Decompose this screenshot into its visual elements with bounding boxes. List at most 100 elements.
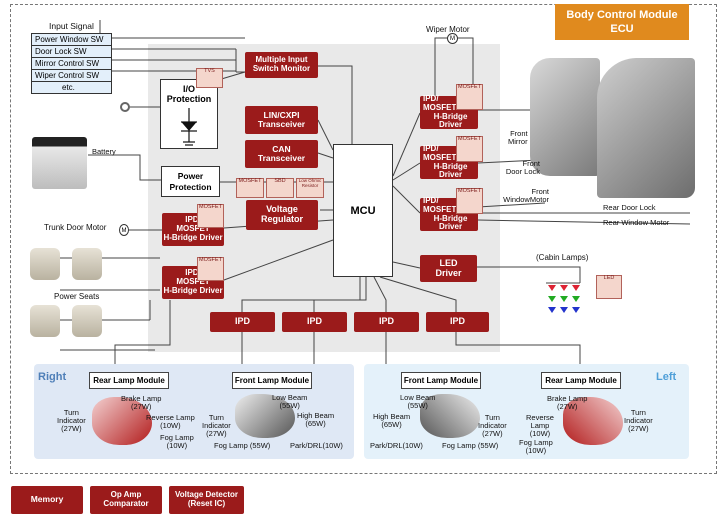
- left-rear-lamp-image: [563, 397, 623, 445]
- left-front-lamp-module: Front Lamp Module: [401, 372, 481, 389]
- tvs-diode-icon: [181, 108, 197, 146]
- right-side-label: Right: [38, 371, 67, 383]
- mosfet-chip-right-1: MOSFET: [456, 84, 483, 110]
- input-signal-list: Power Window SW Door Lock SW Mirror Cont…: [31, 33, 112, 94]
- led-chip: LED: [596, 275, 622, 299]
- lf-park-drl: Park/DRL(10W): [370, 441, 423, 450]
- multi-input-line1: Multiple Input: [255, 55, 308, 65]
- ipd-4: IPD: [426, 312, 489, 332]
- seat-image-4: [72, 305, 102, 337]
- voltage-regulator: Voltage Regulator: [246, 200, 318, 230]
- power-protection-line2: Protection: [169, 182, 212, 192]
- connector-icon: [120, 102, 130, 112]
- can-transceiver: CAN Transceiver: [245, 140, 318, 168]
- input-power-window-sw: Power Window SW: [31, 33, 112, 46]
- tvs-label: TVS: [204, 68, 215, 74]
- l-fog-lamp: Fog Lamp(10W): [519, 438, 553, 455]
- right-rear-lamp-module: Rear Lamp Module: [89, 372, 169, 389]
- multiple-input-switch-monitor: Multiple Input Switch Monitor: [245, 52, 318, 78]
- l-brake-lamp: Brake Lamp(27W): [547, 394, 588, 411]
- io-protection: I/O Protection: [160, 79, 218, 149]
- ecu-title-line1: Body Control Module: [566, 9, 678, 21]
- seat-image-3: [30, 305, 60, 337]
- power-protection: Power Protection: [161, 166, 220, 197]
- r-brake-lamp: Brake Lamp(27W): [121, 394, 162, 411]
- rf-park-drl: Park/DRL(10W): [290, 441, 343, 450]
- tvs-chip: TVS: [196, 68, 223, 88]
- cabin-lamp-leds: [546, 283, 582, 317]
- legend-voltage-detector: Voltage Detector(Reset IC): [169, 486, 244, 514]
- seat-image-1: [30, 248, 60, 280]
- ecu-boundary: [10, 4, 717, 474]
- mosfet-chip-left-1: MOSFET: [197, 204, 224, 228]
- trunk-door-motor-label: Trunk Door Motor: [44, 223, 107, 232]
- car-front-image: [530, 58, 600, 176]
- right-front-lamp-module: Front Lamp Module: [232, 372, 312, 389]
- mosfet-chip-right-2: MOSFET: [456, 136, 483, 162]
- vreg-chip-mosfet: MOSFET: [236, 178, 264, 198]
- multi-input-line2: Switch Monitor: [252, 64, 311, 73]
- front-door-lock-label: Front Door Lock: [505, 159, 540, 176]
- front-window-motor-label: Front WindowMotor: [503, 187, 549, 204]
- right-rear-lamp-image: [92, 397, 152, 445]
- power-seats-label: Power Seats: [54, 292, 100, 301]
- mosfet-chip-left-2: MOSFET: [197, 257, 224, 281]
- battery-label: Battery: [92, 147, 116, 156]
- ipd-3: IPD: [354, 312, 419, 332]
- vreg-chip-resistor: Low Ohmic Resistor: [296, 178, 324, 198]
- rf-low-beam: Low Beam(55W): [272, 393, 308, 410]
- left-front-lamp-image: [420, 394, 480, 438]
- battery-image: [32, 137, 87, 189]
- rf-fog-lamp: Fog Lamp (55W): [214, 441, 271, 450]
- lin-cxpi-transceiver: LIN/CXPI Transceiver: [245, 106, 318, 134]
- io-protection-line1: I/O: [182, 84, 195, 94]
- right-front-lamp-image: [235, 394, 295, 438]
- power-protection-line1: Power: [177, 171, 204, 181]
- legend-memory: Memory: [11, 486, 83, 514]
- lf-high-beam: High Beam(65W): [373, 412, 411, 429]
- rear-window-motor-label: Rear Window Motor: [603, 218, 670, 227]
- mosfet-chip-right-3: MOSFET: [456, 188, 483, 214]
- rf-high-beam: High Beam(65W): [297, 411, 335, 428]
- trunk-motor-icon: M: [119, 224, 129, 236]
- io-protection-line2: Protection: [166, 94, 212, 104]
- input-door-lock-sw: Door Lock SW: [31, 46, 112, 58]
- wiper-motor-label: Wiper Motor: [426, 25, 470, 34]
- vreg-chip-sbd: SBD: [266, 178, 294, 198]
- left-rear-lamp-module: Rear Lamp Module: [541, 372, 621, 389]
- can-line1: CAN: [272, 143, 291, 154]
- led-driver: LED Driver: [420, 255, 477, 282]
- r-fog-lamp: Fog Lamp(10W): [160, 433, 194, 450]
- rgb-led-icon: [548, 285, 580, 313]
- lin-line2: Transceiver: [257, 119, 306, 129]
- ecu-title-box: Body Control Module ECU: [555, 4, 689, 40]
- vreg-line1: Voltage: [266, 204, 298, 215]
- wiper-motor-icon: M: [447, 33, 458, 44]
- mcu: MCU: [333, 144, 393, 277]
- hbridge-right-2: IPD/ MOSFET/ H-Bridge Driver: [420, 144, 478, 179]
- ipd-1: IPD: [210, 312, 275, 332]
- ecu-title-line2: ECU: [610, 23, 634, 35]
- input-etc: etc.: [31, 82, 112, 94]
- lin-line1: LIN/CXPI: [263, 109, 300, 120]
- ipd-2: IPD: [282, 312, 347, 332]
- rear-door-lock-label: Rear Door Lock: [603, 203, 656, 212]
- seat-image-2: [72, 248, 102, 280]
- input-wiper-control-sw: Wiper Control SW: [31, 70, 112, 82]
- car-rear-door-image: [597, 58, 695, 198]
- input-mirror-control-sw: Mirror Control SW: [31, 58, 112, 70]
- can-line2: Transceiver: [257, 153, 306, 163]
- cabin-lamps-label: (Cabin Lamps): [536, 253, 589, 262]
- lf-fog-lamp: Fog Lamp (55W): [442, 441, 499, 450]
- vreg-line2: Regulator: [260, 214, 303, 224]
- r-reverse-lamp: Reverse Lamp(10W): [146, 413, 195, 430]
- front-mirror-label: Front Mirror: [508, 129, 528, 146]
- left-side-label: Left: [656, 371, 677, 383]
- input-signal-title: Input Signal: [49, 21, 94, 31]
- mcu-label: MCU: [350, 204, 376, 217]
